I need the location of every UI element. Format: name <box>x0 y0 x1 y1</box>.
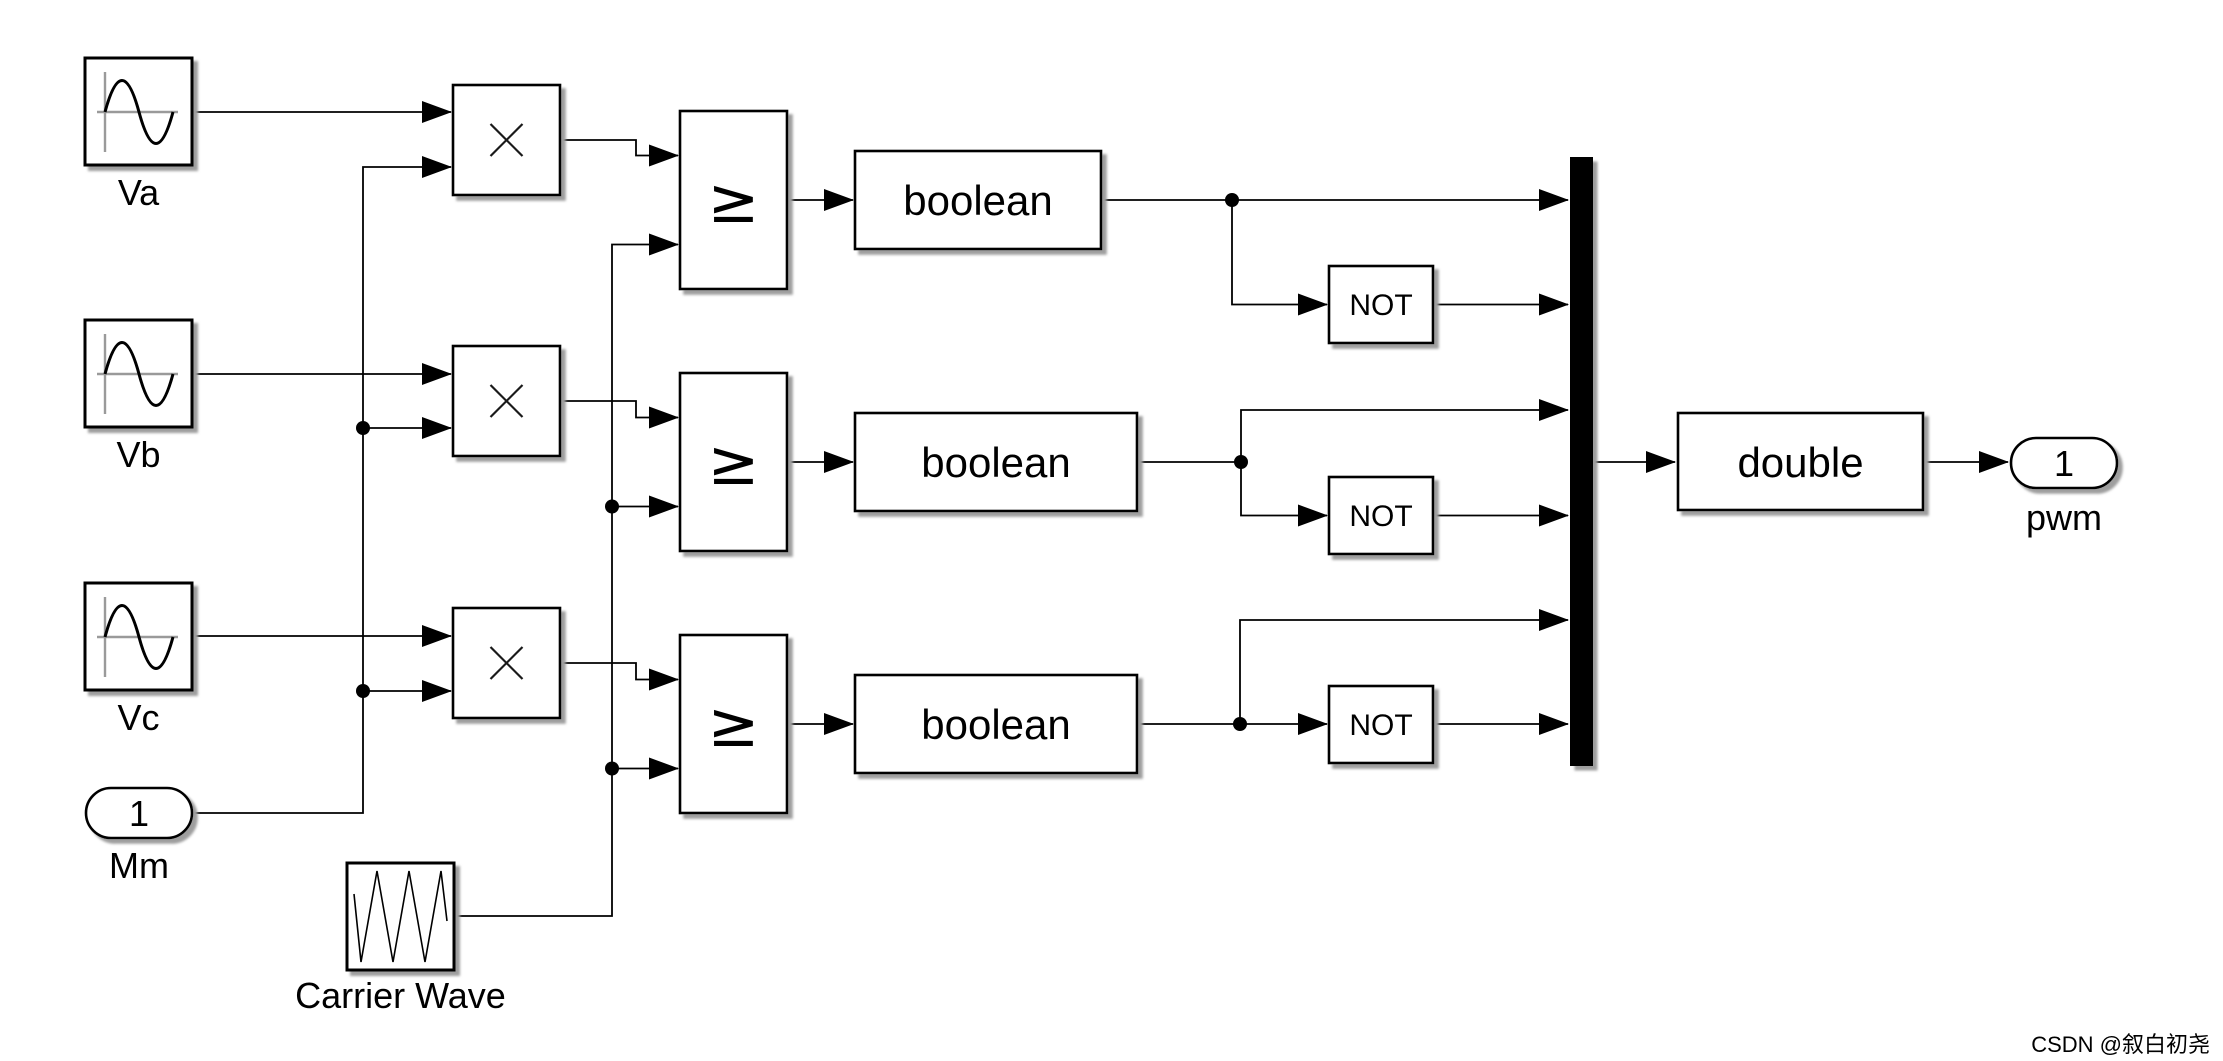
outport-label-pwm: pwm <box>2026 497 2102 538</box>
boolean-label: boolean <box>921 701 1070 748</box>
wire-product1-to-relational1[interactable] <box>560 139 679 167</box>
wire-boolean3-to-mux[interactable] <box>1239 609 1569 724</box>
junction-dot <box>1234 455 1248 469</box>
watermark-text: CSDN @叙白初尧 <box>2031 1032 2210 1057</box>
junction-dot <box>605 761 619 776</box>
junction-dot <box>1233 717 1247 731</box>
junction-dot <box>356 684 370 698</box>
wire-boolean1-to-not1[interactable] <box>1231 200 1328 316</box>
multiply-icon <box>489 384 524 418</box>
not-label: NOT <box>1349 500 1412 533</box>
mux-block[interactable] <box>1570 157 1593 766</box>
inport-value: 1 <box>129 793 149 834</box>
outport-block-pwm[interactable]: 1 pwm <box>2009 436 2119 538</box>
relational-block-2[interactable]: ≥ <box>678 371 789 553</box>
signal-wires[interactable] <box>192 101 2009 917</box>
not-block-1[interactable]: NOT <box>1327 264 1435 345</box>
greater-equal-symbol: ≥ <box>708 426 760 499</box>
product-block-3[interactable] <box>451 606 562 720</box>
junction-dot <box>1225 193 1239 207</box>
source-block-vc[interactable]: Vc <box>83 581 194 738</box>
not-label: NOT <box>1349 289 1412 322</box>
wire-junction-dots <box>356 193 1248 776</box>
product-block-2[interactable] <box>451 344 562 458</box>
wire-product3-to-relational3[interactable] <box>560 662 679 691</box>
wire-boolean2-to-not2[interactable] <box>1240 462 1328 527</box>
wire-boolean2-to-mux[interactable] <box>1240 399 1569 462</box>
boolean-cast-block-1[interactable]: boolean <box>853 149 1103 251</box>
multiply-icon <box>489 123 524 157</box>
source-block-va[interactable]: Va <box>83 56 194 213</box>
boolean-label: boolean <box>903 177 1052 224</box>
wire-mm-to-product1[interactable] <box>192 156 452 814</box>
carrier-wave-block[interactable]: Carrier Wave <box>295 861 506 1016</box>
multiply-icon <box>489 646 524 680</box>
source-label-vc: Vc <box>117 697 159 738</box>
source-label-va: Va <box>118 172 160 213</box>
boolean-cast-block-2[interactable]: boolean <box>853 411 1139 513</box>
sine-wave-icon <box>97 334 178 414</box>
relational-block-3[interactable]: ≥ <box>678 633 789 815</box>
carrier-wave-label: Carrier Wave <box>295 975 506 1016</box>
triangle-wave-icon <box>353 870 448 963</box>
wire-carrier-to-relational1[interactable] <box>454 233 679 917</box>
outport-value: 1 <box>2054 443 2074 484</box>
greater-equal-symbol: ≥ <box>708 688 760 761</box>
source-block-vb[interactable]: Vb <box>83 318 194 475</box>
sine-wave-icon <box>97 597 178 677</box>
double-cast-block[interactable]: double <box>1676 411 1925 512</box>
not-label: NOT <box>1349 709 1412 742</box>
boolean-cast-block-3[interactable]: boolean <box>853 673 1139 775</box>
junction-dot <box>356 421 370 435</box>
greater-equal-symbol: ≥ <box>708 164 760 237</box>
relational-block-1[interactable]: ≥ <box>678 109 789 291</box>
double-label: double <box>1737 439 1863 486</box>
not-block-2[interactable]: NOT <box>1327 475 1435 556</box>
inport-block-mm[interactable]: 1 Mm <box>84 786 194 886</box>
inport-label-mm: Mm <box>109 845 169 886</box>
product-block-1[interactable] <box>451 83 562 197</box>
source-label-vb: Vb <box>116 434 160 475</box>
boolean-label: boolean <box>921 439 1070 486</box>
sine-wave-icon <box>97 72 178 152</box>
wire-product2-to-relational2[interactable] <box>560 400 679 429</box>
junction-dot <box>605 499 619 514</box>
not-block-3[interactable]: NOT <box>1327 684 1435 765</box>
